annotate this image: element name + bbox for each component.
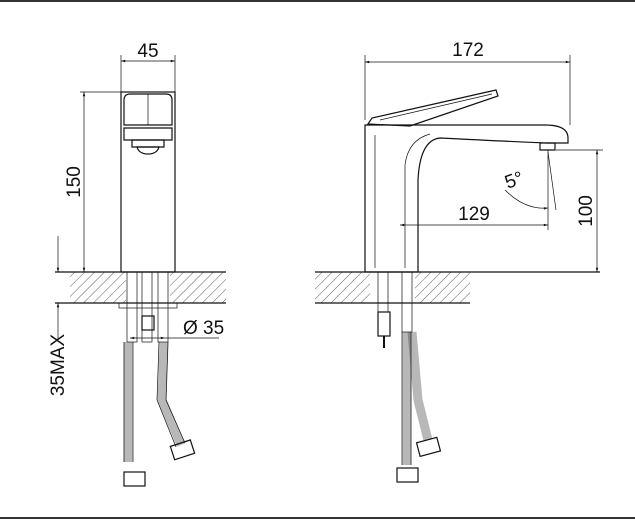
max-thickness-dimension: 35MAX (48, 334, 69, 397)
length-dimension: 172 (452, 40, 484, 61)
height-dimension: 150 (64, 166, 85, 198)
angle-dimension: 5° (502, 168, 526, 194)
hole-diameter-dimension: Ø 35 (183, 318, 224, 339)
front-view: 172 100 129 5° (315, 40, 603, 483)
faucet-body-front (364, 89, 569, 273)
countertop-right (315, 271, 600, 304)
dimensions-front: 172 100 129 5° (364, 40, 603, 272)
countertop-left (55, 271, 226, 304)
faucet-body-side (120, 91, 176, 273)
width-dimension: 45 (137, 41, 158, 62)
spout-height-dimension: 100 (576, 195, 597, 227)
mounting-hoses-side (118, 271, 196, 487)
top-border (0, 0, 635, 2)
side-view: 45 150 35MAX Ø 35 (48, 41, 226, 487)
mounting-hoses-front (377, 271, 442, 483)
dimensions-side: 45 150 35MAX Ø 35 (48, 41, 224, 396)
bottom-border (0, 517, 635, 519)
reach-dimension: 129 (458, 204, 490, 225)
